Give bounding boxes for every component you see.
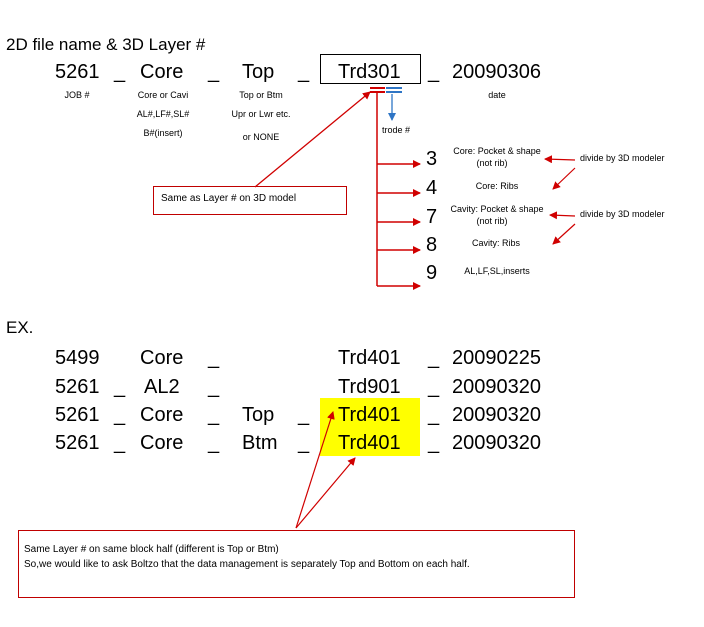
template-sep-1: _	[114, 61, 126, 83]
breakdown-label-8: Cavity: Ribs	[471, 238, 521, 248]
divide-arrows-2	[549, 211, 576, 245]
template-date: 20090306	[452, 61, 541, 83]
example-sep: _	[298, 432, 310, 454]
desc-side-3: or NONE	[242, 132, 280, 142]
breakdown-label-3: Core: Pocket & shape	[453, 146, 541, 156]
example-date: 20090225	[452, 347, 541, 369]
example-sep: _	[114, 404, 126, 426]
divide-arrows-1	[544, 155, 576, 190]
template-sep-3: _	[298, 61, 310, 83]
desc-cavity-1: Core or Cavi	[137, 90, 189, 100]
breakdown-num-7: 7	[426, 206, 438, 228]
breakdown-num-9: 9	[426, 262, 438, 284]
divide-label-2: divide by 3D modeler	[580, 209, 665, 219]
breakdown-num-3: 3	[426, 148, 438, 170]
breakdown-label-4: Core: Ribs	[475, 181, 519, 191]
example-layer: Trd401	[338, 432, 401, 454]
example-layer: Trd401	[338, 347, 401, 369]
breakdown-num-8: 8	[426, 234, 438, 256]
example-heading: EX.	[6, 318, 34, 337]
desc-date: date	[488, 90, 506, 100]
layer-box	[320, 54, 421, 84]
note-box-layer: Same as Layer # on 3D model	[153, 186, 347, 215]
desc-cavity-3: B#(insert)	[143, 128, 183, 138]
example-job: 5261	[55, 376, 100, 398]
breakdown-sub-3: (not rib)	[476, 158, 508, 168]
note-layer-text: Same as Layer # on 3D model	[161, 193, 297, 204]
example-sep: _	[428, 404, 440, 426]
example-sep: _	[114, 432, 126, 454]
example-side: Top	[242, 404, 275, 426]
example-sep: _	[114, 376, 126, 398]
note-box-same-layer: Same Layer # on same block half (differe…	[18, 530, 575, 598]
example-sep: _	[428, 347, 440, 369]
example-date: 20090320	[452, 376, 541, 398]
example-cavity: Core	[140, 404, 184, 426]
layer-underline-red	[370, 87, 385, 93]
note-same-layer-arrows	[295, 411, 356, 529]
desc-side-1: Top or Btm	[239, 90, 283, 100]
example-sep: _	[208, 376, 220, 398]
template-cavity: Core	[140, 61, 184, 83]
template-side: Top	[242, 61, 275, 83]
breakdown-label-7: Cavity: Pocket & shape	[450, 204, 544, 214]
example-cavity: Core	[140, 347, 184, 369]
breakdown-label-9: AL,LF,SL,inserts	[464, 266, 530, 276]
desc-job: JOB #	[64, 90, 90, 100]
example-sep: _	[298, 404, 310, 426]
template-sep-4: _	[428, 61, 440, 83]
template-layer: Trd301	[338, 61, 401, 83]
example-sep: _	[428, 376, 440, 398]
example-date: 20090320	[452, 432, 541, 454]
example-layer: Trd901	[338, 376, 401, 398]
example-sep: _	[208, 404, 220, 426]
example-cavity: Core	[140, 432, 184, 454]
breakdown-sub-7: (not rib)	[476, 216, 508, 226]
example-layer: Trd401	[338, 404, 401, 426]
example-sep: _	[208, 432, 220, 454]
note-same-layer-line-2: So,we would like to ask Boltzo that the …	[24, 559, 470, 570]
example-job: 5261	[55, 432, 100, 454]
template-sep-2: _	[208, 61, 220, 83]
example-job: 5261	[55, 404, 100, 426]
layer-underline-blue	[386, 87, 402, 93]
layer-highlight	[320, 398, 420, 456]
example-date: 20090320	[452, 404, 541, 426]
example-sep: _	[208, 347, 220, 369]
note-same-layer-line-1: Same Layer # on same block half (differe…	[24, 544, 279, 555]
example-cavity: AL2	[144, 376, 180, 398]
desc-side-2: Upr or Lwr etc.	[231, 109, 291, 119]
example-sep: _	[428, 432, 440, 454]
example-job: 5499	[55, 347, 100, 369]
divide-label-1: divide by 3D modeler	[580, 153, 665, 163]
template-job: 5261	[55, 61, 100, 83]
desc-cavity-2: AL#,LF#,SL#	[136, 109, 190, 119]
desc-trode: trode #	[382, 125, 411, 135]
example-side: Btm	[242, 432, 278, 454]
breakdown-num-4: 4	[426, 177, 438, 199]
heading: 2D file name & 3D Layer #	[6, 35, 206, 54]
note-layer-arrow	[254, 91, 371, 188]
breakdown-branches	[376, 93, 421, 290]
